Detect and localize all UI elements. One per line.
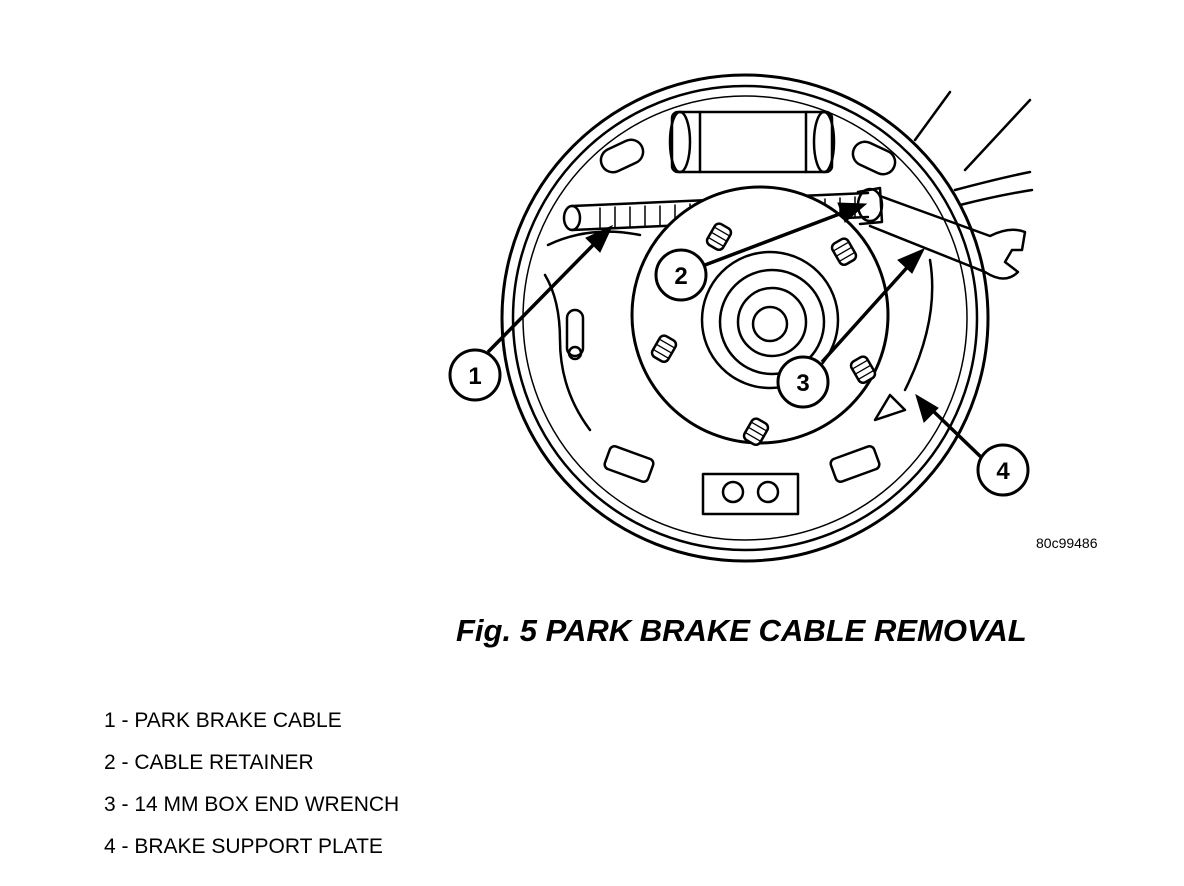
legend-item-park-brake-cable: 1 - PARK BRAKE CABLE (104, 709, 342, 732)
wheel-cylinder (668, 110, 836, 174)
callout-1: 1 (448, 348, 502, 402)
legend-item-cable-retainer: 2 - CABLE RETAINER (104, 751, 314, 774)
callout-2-number: 2 (674, 263, 687, 290)
legend-item-box-end-wrench: 3 - 14 MM BOX END WRENCH (104, 793, 400, 816)
callout-3: 3 (776, 355, 830, 409)
legend: 1 - PARK BRAKE CABLE 2 - CABLE RETAINER … (104, 708, 399, 876)
wheel-hub (630, 185, 890, 445)
callout-2: 2 (654, 248, 708, 302)
callout-3-number: 3 (796, 370, 809, 397)
leader-1 (486, 224, 614, 354)
legend-item-brake-support-plate: 4 - BRAKE SUPPORT PLATE (104, 835, 383, 858)
callout-4: 4 (976, 443, 1030, 497)
brake-support-plate (500, 73, 990, 563)
leader-4 (915, 393, 984, 460)
figure-code: 80c99486 (1036, 535, 1098, 551)
leader-2 (704, 202, 868, 267)
figure-title: Fig. 5 PARK BRAKE CABLE REMOVAL (456, 613, 1027, 648)
brake-assembly-illustration: 1 2 3 4 (448, 73, 1034, 563)
leader-3 (820, 248, 926, 364)
callout-1-number: 1 (468, 363, 481, 390)
brake-lines (913, 90, 1034, 207)
box-end-wrench (868, 194, 1027, 280)
lug-studs (650, 222, 877, 447)
callout-4-number: 4 (996, 458, 1010, 485)
